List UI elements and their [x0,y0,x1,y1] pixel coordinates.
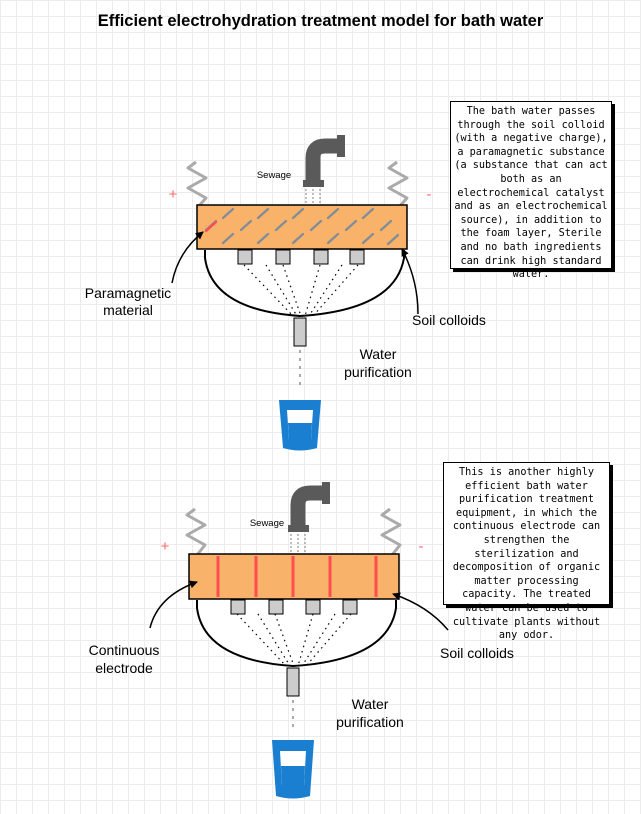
top-plus-sign: + [168,186,178,203]
bottom-sewage-label: Sewage [249,518,285,529]
bottom-flow-lines [236,613,352,667]
top-left-electrode-wire [186,160,208,208]
top-paramagnetic-highlight [204,220,218,233]
bottom-minus-sign: - [418,538,424,555]
bottom-nozzles [230,599,358,615]
bottom-basin [196,600,397,668]
bottom-model [149,482,449,799]
top-paramagnetic-label: Paramagnetic material [84,285,172,318]
bottom-sewage-pipe-icon [288,482,330,553]
bottom-water-cup-icon [272,740,314,799]
top-water-purification-label: Water purification [344,346,412,380]
top-sewage-pipe-icon [303,135,345,206]
top-soil-colloid-block [196,204,408,250]
bottom-right-electrode-wire [380,507,402,556]
top-right-electrode-wire [387,160,409,208]
bottom-soil-colloid-arrow [392,592,449,631]
top-description-note: The bath water passes through the soil c… [450,101,612,280]
bottom-continuous-electrode-label: Continuous electrode [88,642,160,676]
top-paramagnetic-arrow [171,231,204,284]
bottom-plus-sign: + [160,538,170,555]
top-nozzles [237,249,365,265]
top-flow-lines [243,264,359,317]
bottom-soil-colloids-label: Soil colloids [440,645,514,661]
bottom-outlet [286,667,300,697]
top-outlet [293,317,307,347]
top-basin [204,250,405,318]
top-soil-colloid-arrow [401,248,419,315]
top-water-cup-icon [279,400,321,451]
top-sewage-label: Sewage [256,170,292,181]
top-soil-colloids-label: Soil colloids [412,312,486,328]
diagram-title: Efficient electrohydration treatment mod… [97,12,544,30]
bottom-description-note: This is another highly efficient bath wa… [443,462,610,641]
bottom-water-purification-label: Water purification [336,696,404,730]
top-paramagnetic-hatching [204,207,400,246]
bottom-electrode-arrow [149,580,198,629]
bottom-continuous-electrodes [216,556,378,597]
top-model [171,135,419,451]
top-minus-sign: - [426,186,432,203]
bottom-left-electrode-wire [185,507,207,556]
